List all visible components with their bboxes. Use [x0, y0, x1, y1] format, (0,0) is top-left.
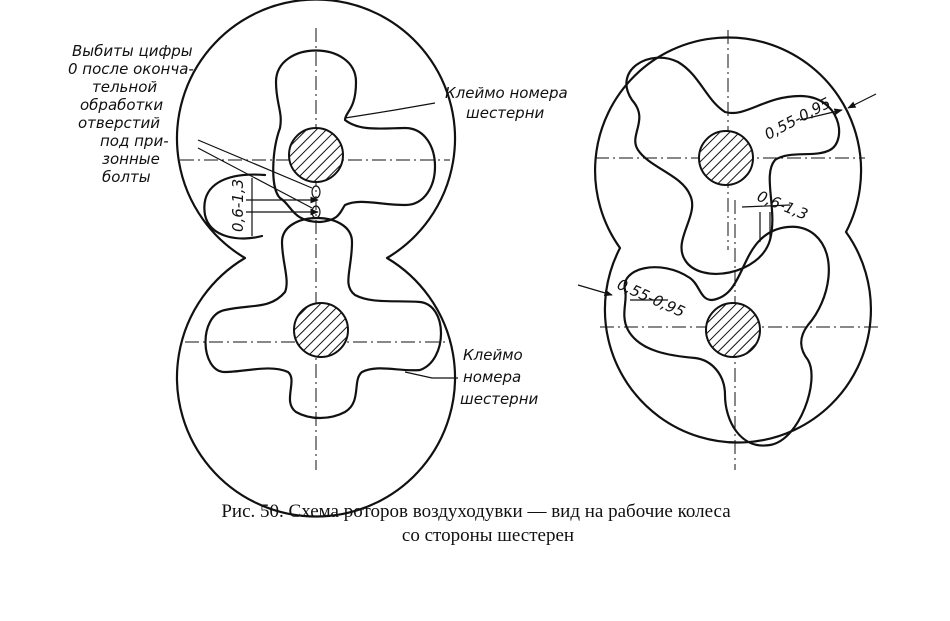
svg-text:отверстий: отверстий: [78, 114, 160, 132]
left-upper-rotor: [272, 49, 436, 224]
svg-text:шестерни: шестерни: [460, 390, 538, 408]
figure-caption-line1: Рис. 50. Схема роторов воздуходувки — ви…: [221, 501, 731, 522]
svg-text:номера: номера: [463, 368, 521, 386]
svg-text:Клеймо номера: Клеймо номера: [445, 84, 568, 102]
left-lower-rotor: [204, 216, 442, 420]
left-gap-dimension: 0,6-1,3: [229, 179, 247, 232]
svg-text:зонные: зонные: [102, 150, 160, 168]
right-lower-rotor: [623, 225, 830, 447]
right-upper-rotor: [625, 56, 841, 275]
right-lower-shaft: [705, 302, 761, 358]
left-lower-shaft: [293, 302, 349, 358]
right-upper-shaft: [698, 130, 754, 186]
left-upper-shaft: [288, 127, 344, 183]
left-rotor-assembly: [175, 0, 458, 518]
svg-text:под при-: под при-: [100, 132, 169, 150]
right-gap-dimension: 0,6-1,3: [755, 187, 811, 224]
right-housing-outline: [594, 36, 872, 444]
gear-mark-label-bottom: Клеймо номера шестерни: [460, 346, 538, 408]
figure-caption-line2: со стороны шестерен: [402, 525, 574, 546]
svg-text:шестерни: шестерни: [466, 104, 544, 122]
svg-text:обработки: обработки: [80, 96, 163, 114]
left-gap-lobe: [203, 173, 267, 240]
right-rotor-assembly: [577, 30, 880, 470]
gear-mark-label-top: Клеймо номера шестерни: [445, 84, 568, 122]
svg-text:Выбиты цифры: Выбиты цифры: [72, 42, 193, 60]
svg-text:0 после оконча-: 0 после оконча-: [68, 60, 194, 78]
left-housing-outline: [175, 0, 457, 518]
svg-text:болты: болты: [102, 168, 151, 186]
svg-text:тельной: тельной: [92, 78, 157, 96]
left-note-label: Выбиты цифры 0 после оконча- тельной обр…: [68, 42, 194, 186]
svg-text:Клеймо: Клеймо: [463, 346, 523, 364]
